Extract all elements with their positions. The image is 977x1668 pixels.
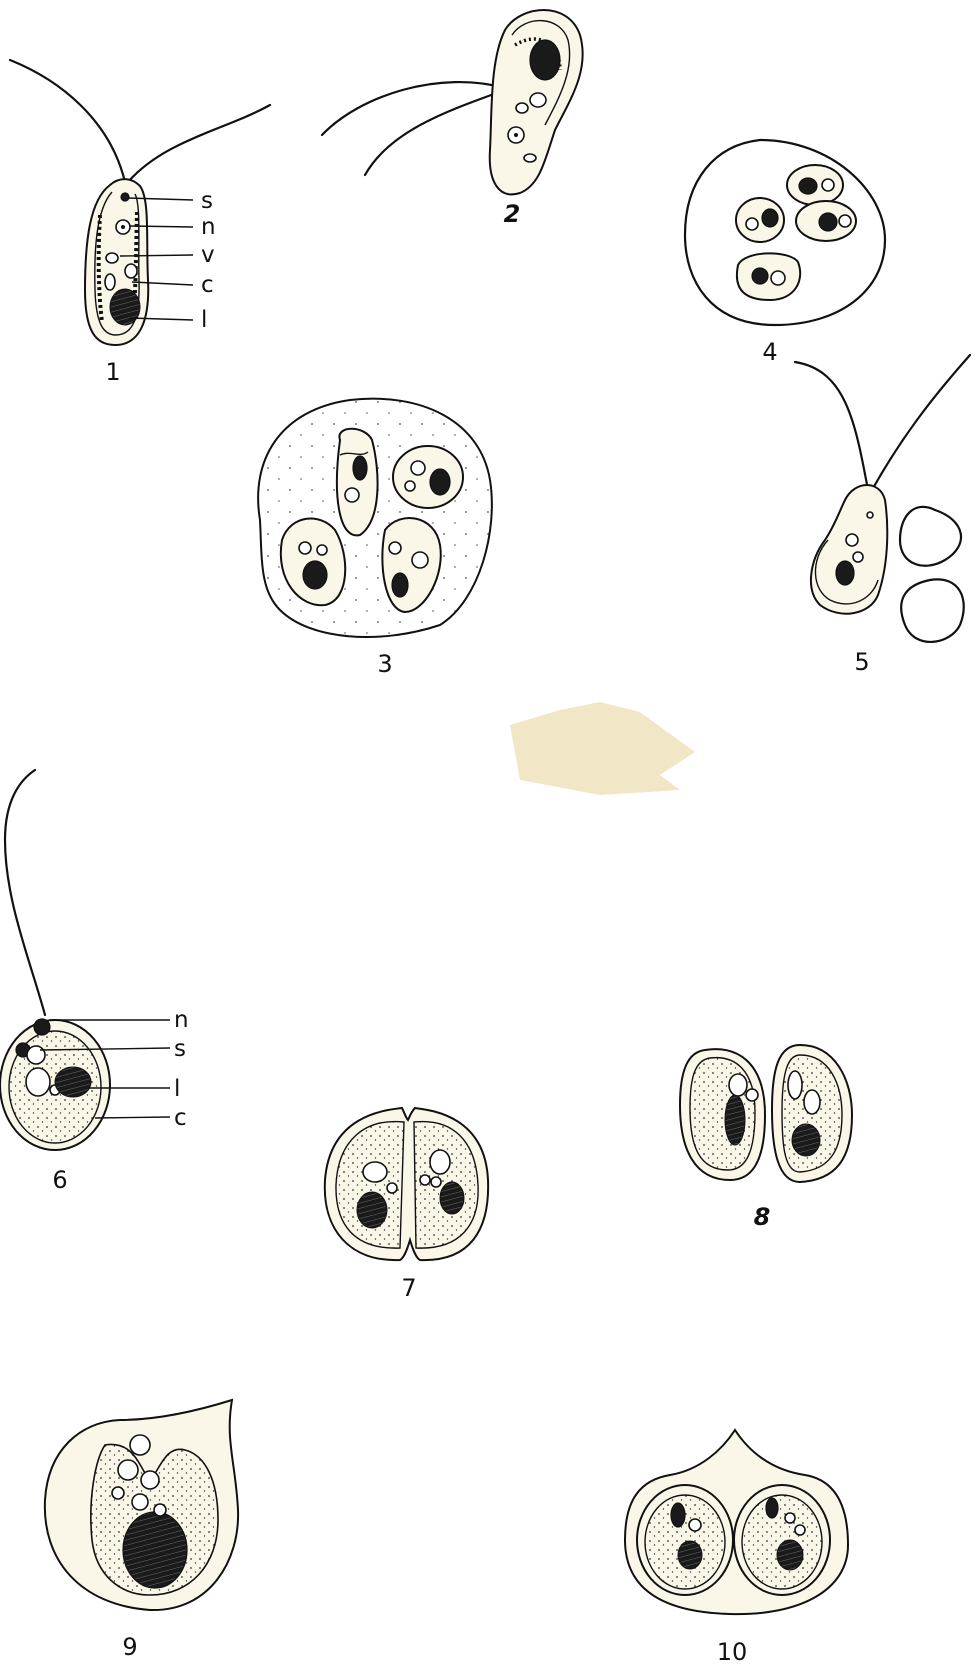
figure-number-4: 4	[762, 338, 777, 366]
figure-number-1: 1	[105, 358, 120, 386]
label-n: n	[174, 1007, 189, 1033]
daughter-cell	[680, 1049, 765, 1180]
figure-number-5: 5	[854, 648, 869, 676]
figure-number-9: 9	[122, 1633, 137, 1661]
pyrenoid	[110, 289, 140, 325]
label-s: s	[201, 188, 213, 214]
label-v: v	[201, 242, 215, 268]
daughter-cell	[734, 1485, 830, 1595]
label-c: c	[174, 1105, 187, 1131]
figure-5-zoospore-release: 5	[795, 355, 970, 676]
empty-wall	[900, 507, 961, 566]
nucleus	[34, 1019, 50, 1035]
figure-number-2: 2	[504, 200, 521, 228]
paper-stain	[510, 702, 695, 795]
pyrenoid	[55, 1067, 91, 1097]
label-n: n	[201, 214, 216, 240]
stigma	[121, 193, 129, 201]
figure-2-elongated-cell: 2	[322, 10, 583, 228]
label-s: s	[174, 1036, 186, 1062]
figure-number-3: 3	[377, 650, 392, 678]
daughter-cell	[637, 1485, 733, 1595]
label-l: l	[201, 307, 207, 333]
figure-4-sporangium: 4	[685, 140, 885, 366]
figure-10-zygote-divided: 10	[625, 1430, 848, 1666]
label-l: l	[174, 1076, 180, 1102]
figure-number-7: 7	[401, 1274, 416, 1302]
daughter-cell	[737, 253, 800, 300]
figure-number-6: 6	[52, 1166, 67, 1194]
colony-cell	[337, 429, 378, 536]
figure-6-cell: n s l c 6	[0, 770, 189, 1194]
daughter-cell	[736, 198, 784, 242]
figure-3-palmella-colony: 3	[258, 399, 492, 678]
figure-number-10: 10	[717, 1638, 748, 1666]
figure-9-zygote: 9	[45, 1400, 238, 1661]
daughter-cell	[772, 1045, 852, 1182]
figure-7-dividing-cell: 7	[325, 1108, 488, 1302]
daughter-cell	[796, 201, 856, 241]
colony-cell	[393, 446, 463, 508]
daughter-cell	[787, 165, 843, 205]
figure-number-8: 8	[754, 1203, 771, 1231]
empty-wall	[901, 579, 964, 642]
label-c: c	[201, 272, 214, 298]
figure-1-flagellate: s n v c l 1	[10, 60, 270, 386]
figure-8-daughter-cells: 8	[680, 1045, 852, 1231]
